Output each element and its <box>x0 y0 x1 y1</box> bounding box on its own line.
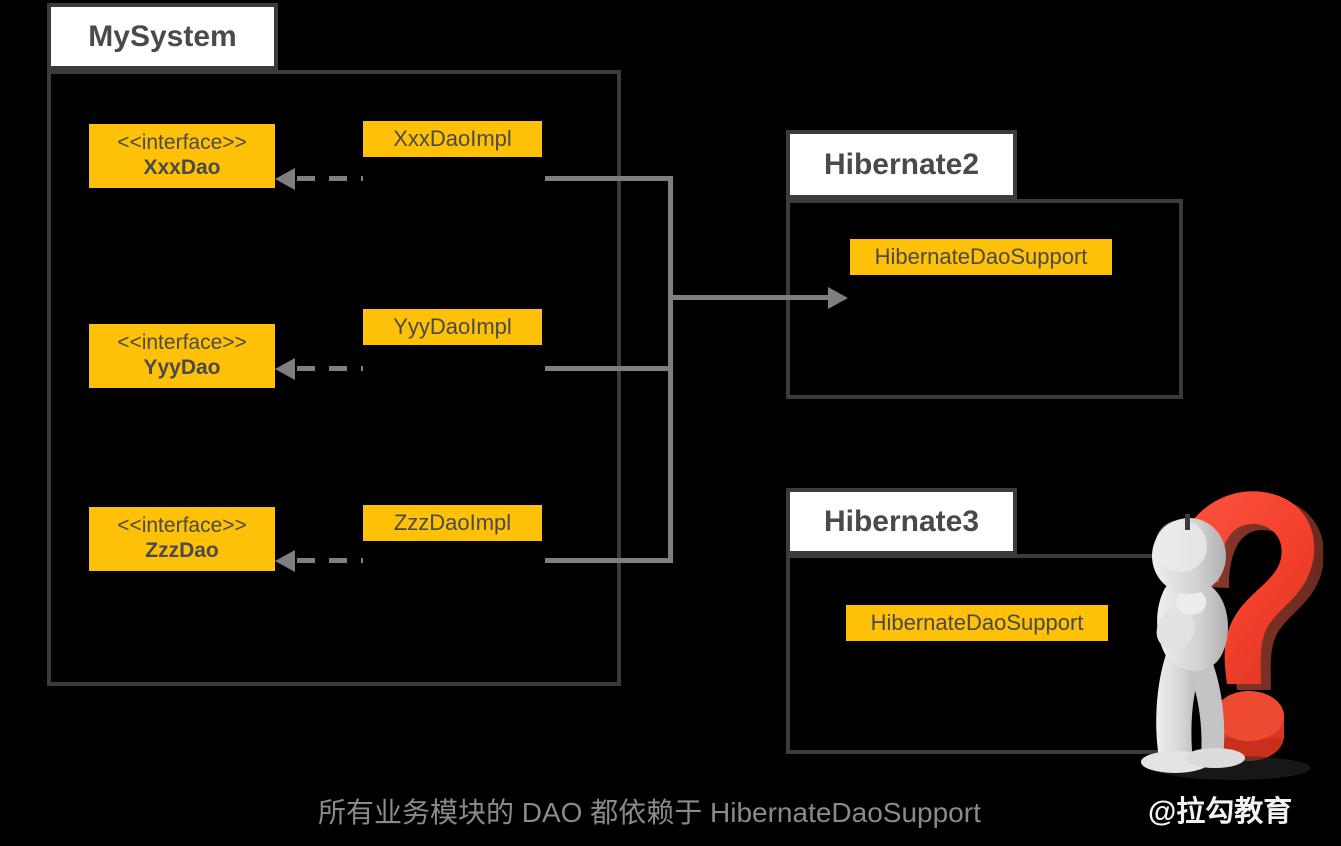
class-box-hibernatedaosupport-h3[interactable]: HibernateDaoSupport <box>846 605 1108 641</box>
interface-stereotype-yyydao: <<interface>> <box>117 331 247 355</box>
interface-name-xxxdao: XxxDao <box>143 156 221 179</box>
interface-box-yyydao[interactable]: <<interface>> YyyDao <box>89 324 275 388</box>
dependency-line-xxx <box>545 176 673 181</box>
interface-name-zzzdao: ZzzDao <box>145 539 219 562</box>
package-tab-hibernate2[interactable]: Hibernate2 <box>786 130 1017 199</box>
dependency-arrowhead-hibernate2 <box>828 287 848 309</box>
interface-box-xxxdao[interactable]: <<interface>> XxxDao <box>89 124 275 188</box>
interface-name-yyydao: YyyDao <box>143 356 221 379</box>
class-name-xxxdaoimpl: XxxDaoImpl <box>393 126 512 152</box>
class-name-hibernatedaosupport-h2: HibernateDaoSupport <box>874 244 1088 270</box>
caption-text: 所有业务模块的 DAO 都依赖于 HibernateDaoSupport <box>318 797 981 828</box>
class-box-hibernatedaosupport-h2[interactable]: HibernateDaoSupport <box>850 239 1112 275</box>
package-title-hibernate2: Hibernate2 <box>823 147 980 181</box>
realization-arrowhead-xxxdao <box>275 168 295 190</box>
package-title-mysystem: MySystem <box>88 19 237 53</box>
interface-stereotype-zzzdao: <<interface>> <box>117 514 247 538</box>
class-name-zzzdaoimpl: ZzzDaoImpl <box>393 510 512 536</box>
realization-arrowhead-yyydao <box>275 358 295 380</box>
realization-dashes-yyydao <box>297 366 363 371</box>
package-tab-mysystem[interactable]: MySystem <box>47 3 278 70</box>
class-box-yyydaoimpl[interactable]: YyyDaoImpl <box>363 309 542 345</box>
watermark-label: @拉勾教育 <box>1148 796 1293 828</box>
dependency-bus-vertical <box>668 176 673 563</box>
class-box-xxxdaoimpl[interactable]: XxxDaoImpl <box>363 121 542 157</box>
thinking-figure-icon <box>1123 470 1325 790</box>
package-title-hibernate3: Hibernate3 <box>823 504 980 538</box>
package-tab-hibernate3[interactable]: Hibernate3 <box>786 488 1017 555</box>
dependency-line-zzz <box>545 558 673 563</box>
interface-stereotype-xxxdao: <<interface>> <box>117 131 247 155</box>
class-box-zzzdaoimpl[interactable]: ZzzDaoImpl <box>363 505 542 541</box>
dependency-line-to-hibernate2 <box>668 295 828 300</box>
class-name-yyydaoimpl: YyyDaoImpl <box>393 314 512 340</box>
realization-dashes-xxxdao <box>297 176 363 181</box>
package-body-hibernate2 <box>786 199 1183 399</box>
dependency-line-yyy <box>545 366 673 371</box>
class-name-hibernatedaosupport-h3: HibernateDaoSupport <box>870 610 1084 636</box>
interface-box-zzzdao[interactable]: <<interface>> ZzzDao <box>89 507 275 571</box>
realization-arrowhead-zzzdao <box>275 550 295 572</box>
package-body-hibernate3 <box>786 554 1183 754</box>
realization-dashes-zzzdao <box>297 558 363 563</box>
